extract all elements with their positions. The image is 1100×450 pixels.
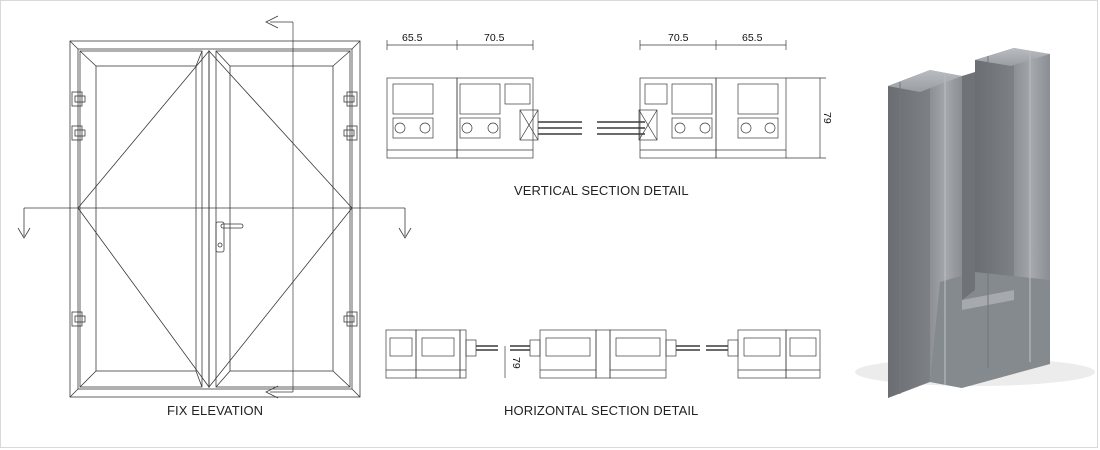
dim-right-a: 70.5: [668, 32, 689, 44]
dim-height-h: 79: [510, 357, 522, 369]
caption-vertical-section: VERTICAL SECTION DETAIL: [514, 183, 689, 198]
profile-3d-render: [855, 48, 1095, 398]
dim-left-b: 70.5: [484, 32, 505, 44]
horizontal-section-detail: [385, 329, 821, 379]
dim-right-b: 65.5: [742, 32, 763, 44]
caption-fix-elevation: FIX ELEVATION: [167, 403, 264, 418]
caption-horizontal-section: HORIZONTAL SECTION DETAIL: [504, 403, 699, 418]
dim-height-v: 79: [821, 112, 833, 124]
vertical-section-detail: [386, 40, 826, 159]
door-elevation: [17, 15, 412, 399]
dim-left-a: 65.5: [402, 32, 423, 44]
